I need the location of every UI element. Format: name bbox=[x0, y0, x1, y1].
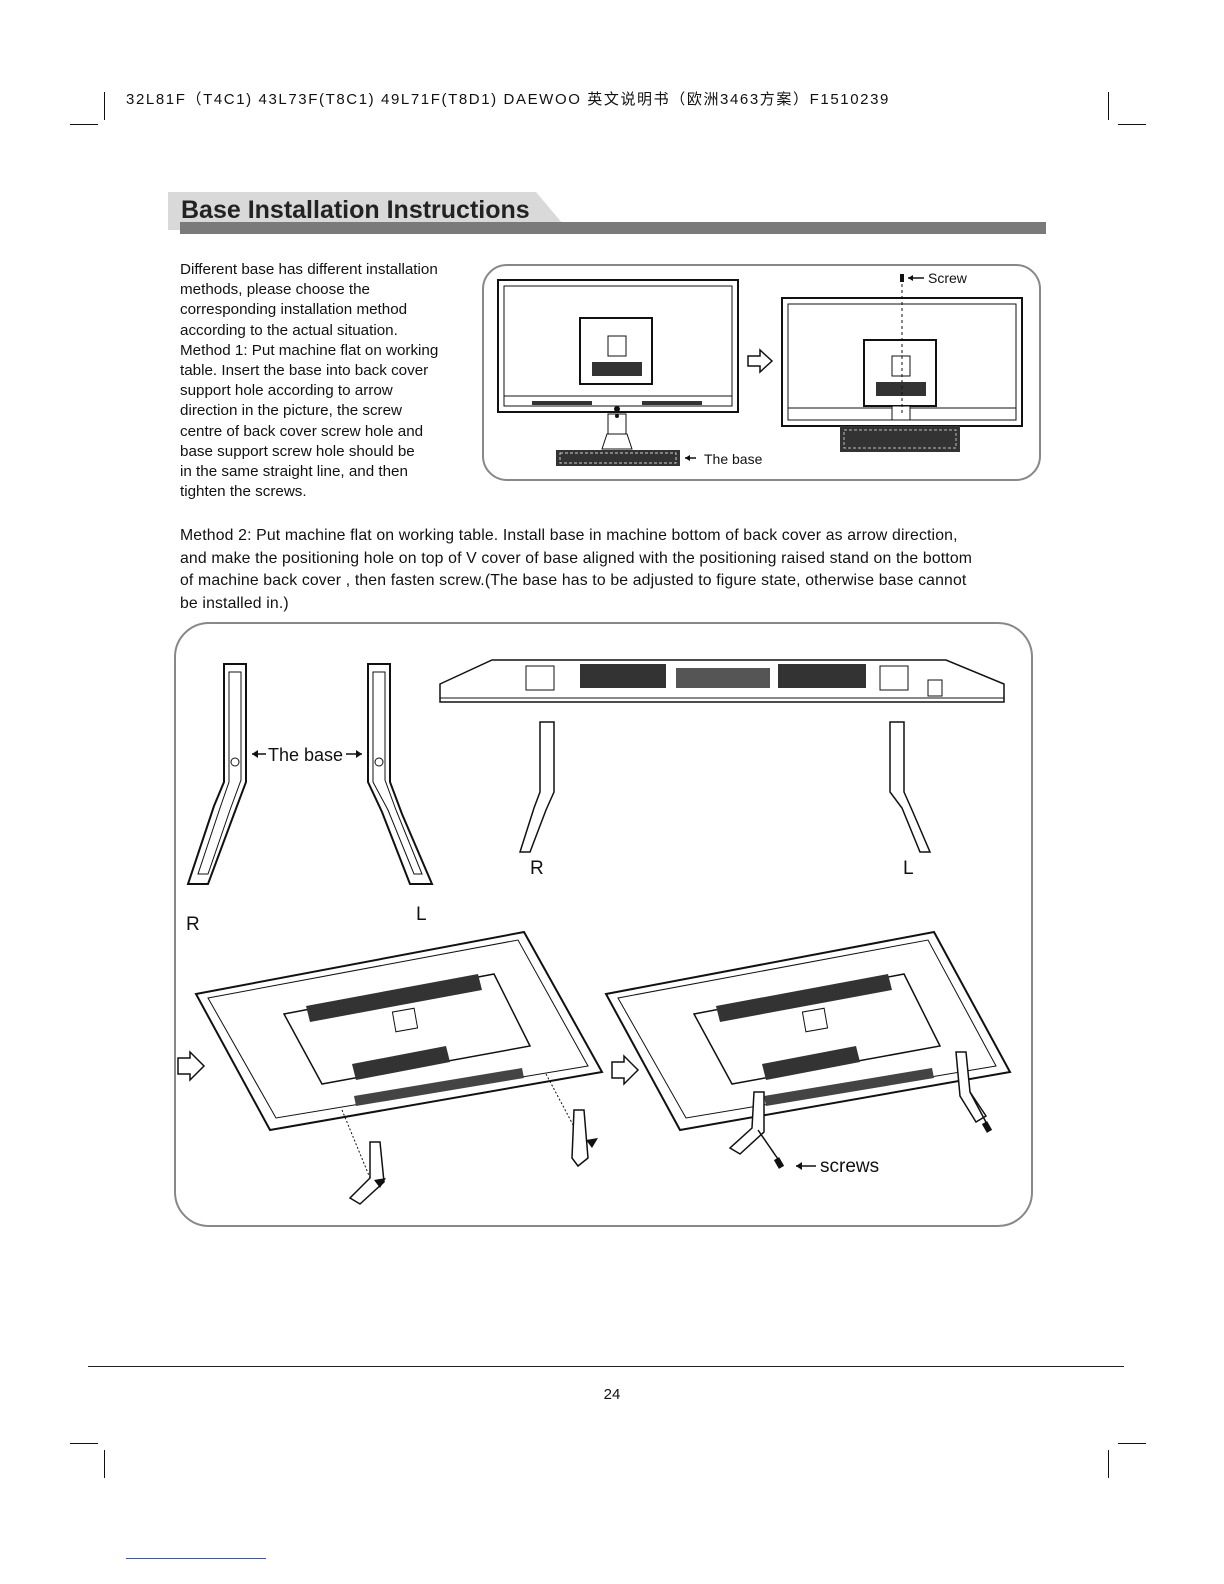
method1-line: according to the actual situation. bbox=[180, 321, 398, 339]
arrow-right-icon bbox=[611, 1054, 640, 1086]
stand-insert-left-illustration bbox=[348, 1109, 598, 1205]
page-number: 24 bbox=[603, 1386, 621, 1403]
method1-line: Method 1: Put machine flat on working bbox=[180, 341, 439, 359]
crop-mark bbox=[1118, 124, 1146, 125]
stand-left-small-illustration bbox=[889, 721, 932, 853]
arrow-right-icon bbox=[177, 1050, 206, 1082]
base-label: The base bbox=[268, 745, 343, 765]
crop-mark bbox=[70, 1443, 98, 1444]
stand-right-large-illustration bbox=[186, 663, 247, 885]
method1-text: Different base has different installatio… bbox=[180, 260, 480, 502]
method1-line: Different base has different installatio… bbox=[180, 261, 438, 278]
method1-line: methods, please choose the bbox=[180, 281, 370, 299]
stand-right-small-illustration bbox=[518, 721, 555, 853]
crop-mark bbox=[1108, 92, 1109, 120]
method1-line: support hole according to arrow bbox=[180, 382, 393, 400]
tv-back-perspective-right-illustration bbox=[604, 930, 1012, 1169]
bottom-link-underline bbox=[126, 1558, 266, 1559]
crop-mark bbox=[70, 124, 98, 125]
method1-line: centre of back cover screw hole and bbox=[180, 422, 424, 440]
stand-label-r: R bbox=[530, 858, 544, 879]
method2-text: Method 2: Put machine flat on working ta… bbox=[180, 525, 1060, 615]
method1-line: table. Insert the base into back cover bbox=[180, 362, 429, 380]
method1-line: corresponding installation method bbox=[180, 301, 408, 319]
section-title: Base Installation Instructions bbox=[181, 196, 530, 224]
crop-mark bbox=[104, 92, 105, 120]
screw-label: Screw bbox=[928, 270, 968, 286]
stand-label-r: R bbox=[186, 914, 200, 935]
method1-line: base support screw hole should be bbox=[180, 442, 415, 460]
method1-line: in the same straight line, and then bbox=[180, 463, 408, 481]
method2-figure: The base R L R L bbox=[174, 622, 1033, 1227]
tv-back-perspective-left-illustration bbox=[194, 930, 604, 1179]
method2-line: and make the positioning hole on top of … bbox=[180, 549, 973, 567]
method2-line: be installed in.) bbox=[180, 594, 289, 612]
stand-left-large-illustration bbox=[367, 663, 434, 885]
base-label: The base bbox=[704, 451, 763, 467]
stand-label-l: L bbox=[416, 904, 427, 925]
crop-mark bbox=[1118, 1443, 1146, 1444]
tv-back-right-illustration bbox=[781, 274, 1023, 452]
crop-mark bbox=[104, 1450, 105, 1478]
document-header: 32L81F（T4C1) 43L73F(T8C1) 49L71F(T8D1) D… bbox=[126, 91, 890, 108]
arrow-right-icon bbox=[747, 348, 774, 374]
footer-rule bbox=[88, 1366, 1124, 1367]
tv-back-left-illustration bbox=[497, 279, 739, 466]
insert-arrow-icon bbox=[374, 1178, 386, 1188]
tv-bottom-edge-illustration bbox=[439, 659, 1005, 703]
crop-mark bbox=[1108, 1450, 1109, 1478]
method2-line: of machine back cover , then fasten scre… bbox=[180, 572, 967, 590]
method1-figure: The base Screw bbox=[482, 264, 1041, 481]
insert-arrow-icon bbox=[586, 1138, 598, 1148]
method1-line: tighten the screws. bbox=[180, 483, 307, 501]
stand-label-l: L bbox=[903, 858, 914, 879]
method2-line: Method 2: Put machine flat on working ta… bbox=[180, 527, 958, 544]
section-title-bar bbox=[180, 222, 1046, 234]
method1-line: direction in the picture, the screw bbox=[180, 402, 403, 420]
screws-label: screws bbox=[820, 1156, 879, 1177]
